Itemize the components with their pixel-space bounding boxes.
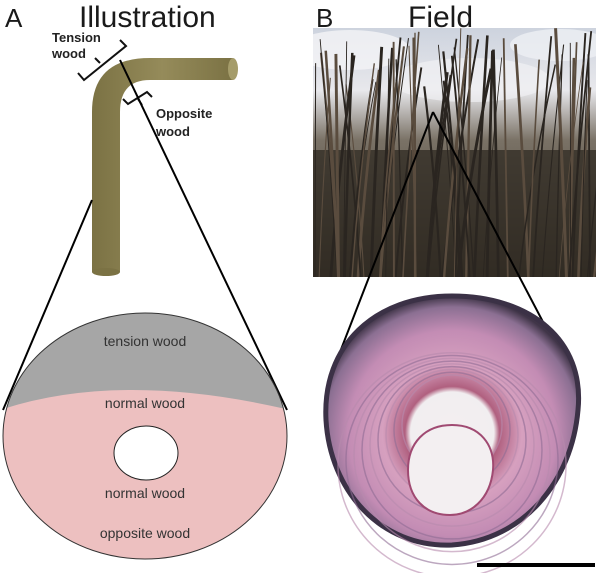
bent-stem	[92, 58, 238, 276]
stem-micrograph	[323, 293, 582, 573]
willow-stem	[314, 63, 317, 277]
willow-stem	[427, 38, 458, 277]
willow-stem	[485, 50, 494, 277]
willow-stem	[402, 31, 420, 277]
field-photo	[313, 28, 596, 277]
willow-stem	[334, 53, 341, 277]
zoom-line-b-left	[327, 111, 434, 384]
panel-a-letter: A	[5, 3, 23, 33]
willow-stem	[442, 51, 464, 277]
growth-ring	[345, 354, 559, 566]
willow-stem	[580, 79, 588, 277]
willow-stem	[554, 28, 568, 277]
opposite-wood-label-line2: wood	[155, 124, 190, 139]
growth-ring	[337, 352, 567, 573]
willow-stem	[453, 47, 475, 277]
willow-stem	[514, 44, 530, 277]
willow-stem	[465, 35, 472, 277]
stem-body	[92, 58, 233, 272]
tension-wood-label-line2: wood	[51, 46, 86, 61]
scale-bar	[477, 563, 595, 567]
growth-ring	[369, 363, 535, 527]
willow-stem	[369, 46, 384, 277]
zoom-line-right	[119, 59, 288, 411]
willow-stem	[442, 48, 469, 277]
willow-stem	[425, 74, 452, 277]
micrograph-pith	[406, 423, 495, 517]
willow-stem	[329, 55, 356, 277]
willow-stem	[453, 28, 462, 277]
willow-stem	[454, 34, 469, 277]
panel-b: B Field	[313, 1, 596, 573]
panel-b-letter: B	[316, 3, 333, 33]
tension-wood-bracket	[77, 39, 128, 82]
willow-stem	[555, 54, 563, 277]
label-tension-wood: tension wood	[104, 333, 187, 349]
opposite-wood-label-line1: Opposite	[156, 106, 212, 121]
label-opposite-wood: opposite wood	[100, 525, 190, 541]
willow-stem	[379, 46, 405, 277]
label-normal-wood-lower: normal wood	[105, 485, 185, 501]
growth-ring	[361, 360, 543, 540]
label-normal-wood-upper: normal wood	[105, 395, 185, 411]
disc-outline	[2, 312, 288, 560]
willow-stem	[558, 62, 584, 277]
willow-stem	[394, 67, 423, 277]
willow-stem	[586, 186, 596, 277]
willow-stem	[532, 36, 553, 277]
willow-stem	[492, 49, 500, 277]
panel-a: A Illustration Tension wood Opposite woo…	[2, 1, 288, 560]
willow-stem	[423, 86, 442, 277]
willow-stem	[319, 39, 338, 277]
pith	[113, 425, 179, 481]
willow-stem	[395, 59, 404, 277]
willow-stem	[571, 33, 587, 277]
willow-stem	[541, 44, 565, 277]
willow-stem	[338, 65, 362, 277]
stem-base	[92, 268, 120, 276]
willow-stem	[450, 55, 471, 277]
tension-wood-label-line1: Tension	[52, 30, 101, 45]
willow-stem	[482, 57, 503, 277]
willow-stem	[473, 35, 489, 277]
willow-stems	[314, 28, 596, 277]
zoom-line-left	[2, 199, 93, 411]
willow-stem	[527, 59, 540, 277]
willow-stem	[351, 63, 375, 277]
panel-a-title: Illustration	[79, 1, 216, 34]
growth-ring	[353, 357, 551, 553]
willow-stem	[379, 81, 398, 277]
willow-stem	[342, 41, 348, 277]
stem-cut-end	[228, 58, 238, 80]
micrograph-outline	[323, 293, 582, 548]
